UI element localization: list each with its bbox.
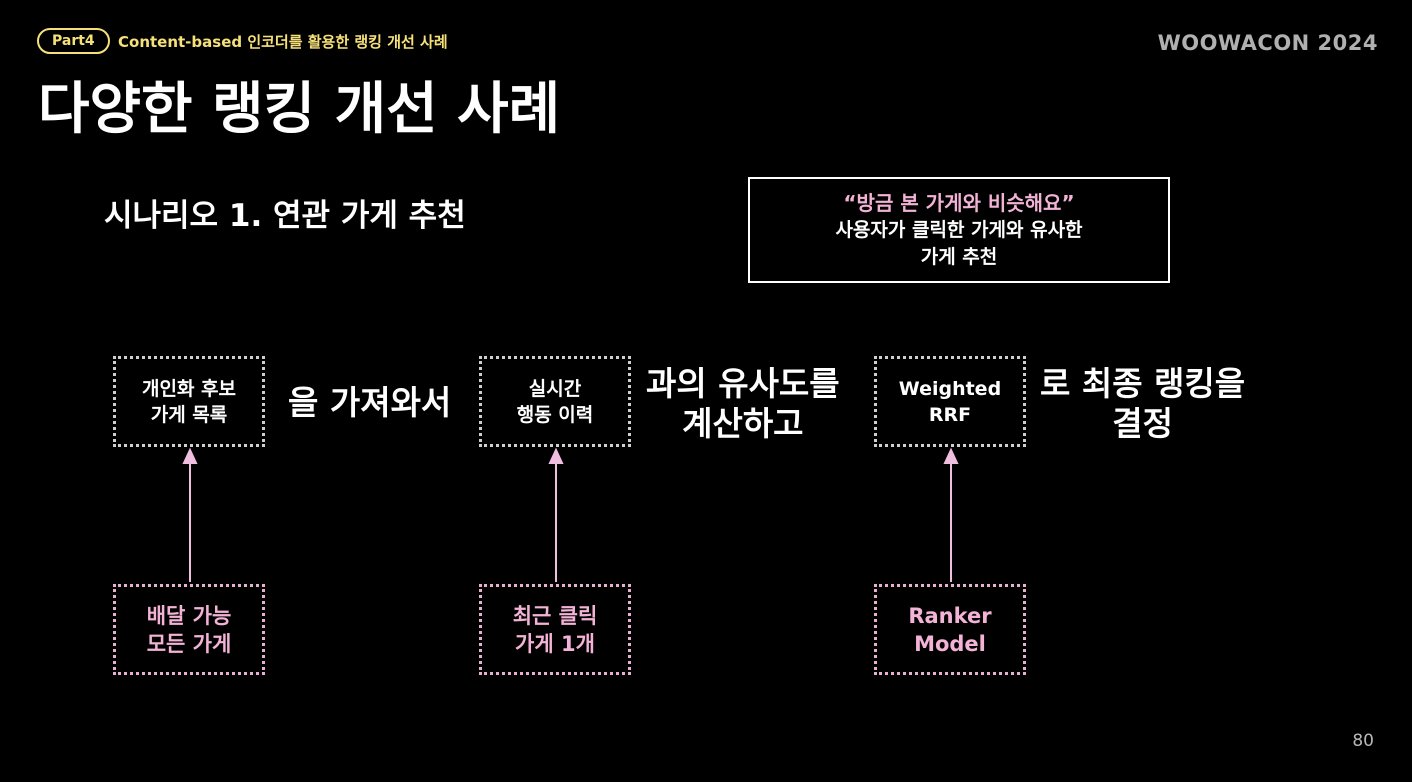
- connector-text-2: 과의 유사도를 계산하고: [646, 364, 840, 444]
- callout-box: “방금 본 가게와 비슷해요” 사용자가 클릭한 가게와 유사한 가게 추천: [748, 177, 1170, 283]
- callout-quote: “방금 본 가게와 비슷해요”: [843, 190, 1075, 215]
- scenario-title: 시나리오 1. 연관 가게 추천: [104, 198, 466, 234]
- connector-3-line-1: 로 최종 랭킹을: [1040, 364, 1246, 403]
- breadcrumb: Content-based 인코더를 활용한 랭킹 개선 사례: [118, 33, 448, 51]
- all-deliverable-stores-line-1: 배달 가능: [146, 603, 232, 628]
- recent-click-box: 최근 클릭 가게 1개: [479, 584, 631, 675]
- connector-2-line-1: 과의 유사도를: [646, 364, 840, 403]
- part-badge: Part4: [37, 28, 110, 54]
- page-number: 80: [1352, 731, 1374, 751]
- page-title: 다양한 랭킹 개선 사례: [38, 77, 561, 142]
- candidate-stores-line-2: 가게 목록: [150, 403, 228, 426]
- ranker-model-box: Ranker Model: [874, 584, 1026, 675]
- weighted-rrf-box: Weighted RRF: [874, 356, 1026, 447]
- realtime-history-line-1: 실시간: [528, 377, 582, 400]
- arrow-head-3: [943, 447, 959, 464]
- weighted-rrf-line-1: Weighted: [898, 377, 1002, 400]
- weighted-rrf-line-2: RRF: [928, 403, 972, 426]
- arrow-head-1: [182, 447, 198, 464]
- realtime-history-box: 실시간 행동 이력: [479, 356, 631, 447]
- arrow-head-2: [548, 447, 564, 464]
- connector-3-line-2: 결정: [1112, 404, 1173, 443]
- candidate-stores-line-1: 개인화 후보: [141, 377, 236, 400]
- ranker-model-line-1: Ranker: [908, 603, 992, 628]
- brand-logo: WOOWACON 2024: [1157, 31, 1378, 55]
- all-deliverable-stores-line-2: 모든 가게: [146, 631, 232, 656]
- candidate-stores-box: 개인화 후보 가게 목록: [113, 356, 265, 447]
- callout-line-2: 가게 추천: [920, 245, 998, 268]
- recent-click-line-2: 가게 1개: [515, 631, 595, 656]
- all-deliverable-stores-box: 배달 가능 모든 가게: [113, 584, 265, 675]
- connector-1-line: 을 가져와서: [288, 383, 452, 422]
- connector-2-line-2: 계산하고: [682, 404, 804, 443]
- recent-click-line-1: 최근 클릭: [512, 603, 598, 628]
- realtime-history-line-2: 행동 이력: [516, 403, 594, 426]
- connector-text-3: 로 최종 랭킹을 결정: [1040, 364, 1245, 444]
- ranker-model-line-2: Model: [914, 631, 986, 656]
- connector-text-1: 을 가져와서: [288, 383, 451, 423]
- callout-line-1: 사용자가 클릭한 가게와 유사한: [835, 218, 1083, 241]
